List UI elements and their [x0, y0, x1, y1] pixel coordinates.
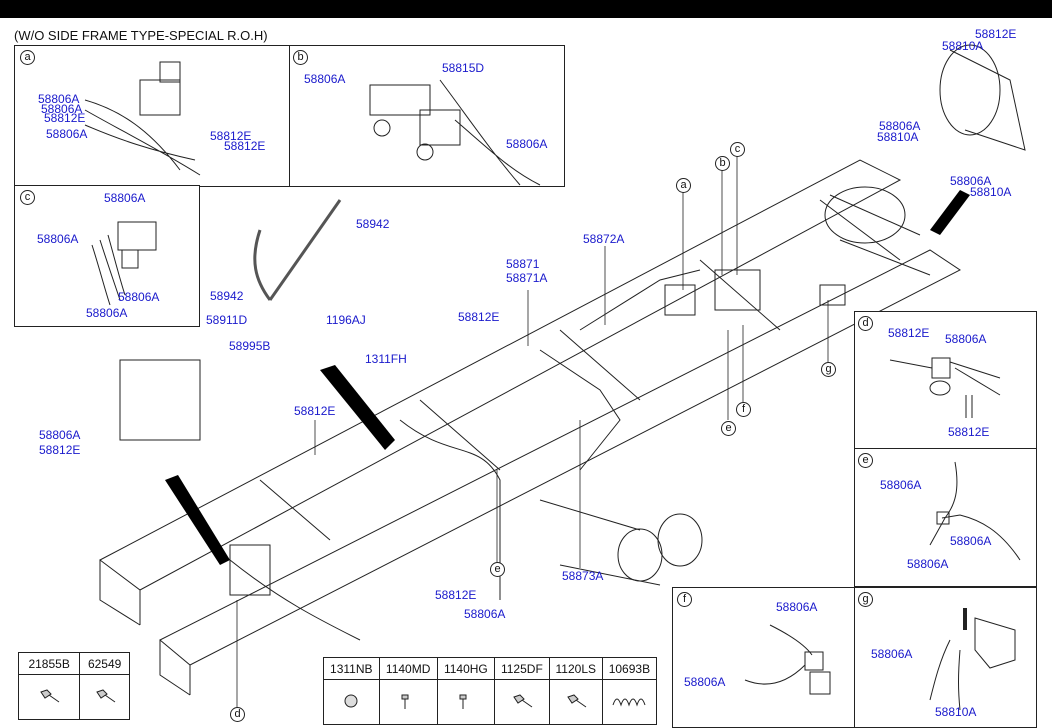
callout-b-main: b: [715, 156, 730, 171]
detail-panel-c: [14, 185, 200, 327]
label-main-58806A-tank: 58806A: [879, 119, 921, 133]
label-main-58810A-tank: 58810A: [942, 39, 984, 53]
label-b-3: 58806A: [506, 137, 548, 151]
bolt-icon: [17, 674, 81, 720]
detail-panel-b: [289, 45, 565, 187]
callout-f-circle: f: [677, 592, 692, 607]
label-main-58810A-tank-3: 58810A: [970, 185, 1012, 199]
callout-a-circle: a: [20, 50, 35, 65]
label-main-58810A-tank-2: 58810A: [877, 130, 919, 144]
bolt-icon: [436, 679, 496, 725]
label-g-2: 58810A: [935, 705, 977, 719]
diagram-subtitle: (W/O SIDE FRAME TYPE-SPECIAL R.O.H): [14, 28, 268, 43]
label-b-2: 58815D: [442, 61, 485, 75]
label-d-1: 58812E: [888, 326, 930, 340]
label-c-1: 58806A: [104, 191, 146, 205]
label-main-58995B: 58995B: [229, 339, 271, 353]
label-main-58872A: 58872A: [583, 232, 625, 246]
parts-table-large: 1311NB 1140MD 1140HG 1125DF 1120LS 10693…: [323, 657, 658, 725]
detail-panel-a: [14, 45, 291, 187]
frame-rail-right: [159, 249, 961, 666]
label-a-4: 58806A: [46, 127, 88, 141]
label-a-1: 58806A: [38, 92, 80, 106]
label-main-58871A: 58871A: [506, 271, 548, 285]
callout-d-main: d: [230, 707, 245, 722]
callout-e-main: e: [721, 421, 736, 436]
part-code: 21855B: [17, 652, 81, 675]
label-c-4: 58806A: [86, 306, 128, 320]
label-d-3: 58812E: [948, 425, 990, 439]
label-a-5: 58812E: [210, 129, 252, 143]
label-main-58911D: 58911D: [206, 313, 248, 327]
label-b-1: 58806A: [304, 72, 346, 86]
label-main-58871: 58871: [506, 257, 540, 271]
callout-e-circle: e: [858, 453, 873, 468]
label-g-1: 58806A: [871, 647, 913, 661]
parts-table-small: 21855B 62549: [17, 652, 130, 720]
label-main-58873A: 58873A: [562, 569, 604, 583]
part-code: 1140HG: [436, 657, 496, 680]
header-bar: [0, 0, 1052, 18]
callout-d-circle: d: [858, 316, 873, 331]
label-f-2: 58806A: [684, 675, 726, 689]
label-e-1: 58806A: [880, 478, 922, 492]
frame-rail-left: [99, 159, 902, 591]
label-main-1311FH: 1311FH: [365, 352, 407, 366]
callout-e-main-2: e: [490, 562, 505, 577]
label-a-6: 58812E: [224, 139, 266, 153]
label-c-3: 58806A: [118, 290, 160, 304]
part-code: 10693B: [601, 657, 658, 680]
label-main-58806A-left: 58806A: [39, 428, 81, 442]
label-a-3: 58812E: [44, 111, 86, 125]
callout-b-circle: b: [293, 50, 308, 65]
label-main-58812E-center: 58812E: [458, 310, 500, 324]
bolt-icon: [494, 679, 550, 725]
nut-icon: [323, 679, 380, 725]
callout-g-main: g: [821, 362, 836, 377]
part-code: 1125DF: [494, 657, 550, 680]
label-main-1196AJ: 1196AJ: [326, 313, 366, 327]
bolt-icon: [378, 679, 438, 725]
label-e-3: 58806A: [907, 557, 949, 571]
label-main-58812E-tank: 58812E: [975, 27, 1017, 41]
label-d-2: 58806A: [945, 332, 987, 346]
pointer-wedge: [320, 365, 395, 450]
label-main-58942: 58942: [210, 289, 244, 303]
detail-panel-g: [854, 587, 1037, 728]
callout-c-circle: c: [20, 190, 35, 205]
label-main-58812E-left: 58812E: [294, 404, 336, 418]
label-c-2: 58806A: [37, 232, 79, 246]
callout-c-main: c: [730, 142, 745, 157]
label-main-58812E-bottom: 58812E: [435, 588, 477, 602]
label-main-58812E-left-2: 58812E: [39, 443, 81, 457]
part-code: 1311NB: [323, 657, 380, 680]
label-a-2: 58806A: [41, 102, 83, 116]
callout-f-main: f: [736, 402, 751, 417]
label-f-1: 58806A: [776, 600, 818, 614]
detail-panel-f: [672, 587, 856, 728]
label-main-58806A-tank-2: 58806A: [950, 174, 992, 188]
callout-g-circle: g: [858, 592, 873, 607]
spring-icon: [601, 679, 658, 725]
part-code: 1120LS: [548, 657, 603, 680]
bolt-icon: [79, 674, 130, 720]
label-main-58806A-bottom: 58806A: [464, 607, 506, 621]
label-main-58942-top: 58942: [356, 217, 390, 231]
part-code: 1140MD: [378, 657, 438, 680]
label-e-2: 58806A: [950, 534, 992, 548]
callout-a-main: a: [676, 178, 691, 193]
bolt-icon: [548, 679, 603, 725]
part-code: 62549: [79, 652, 130, 675]
detail-panel-d: [854, 311, 1037, 450]
